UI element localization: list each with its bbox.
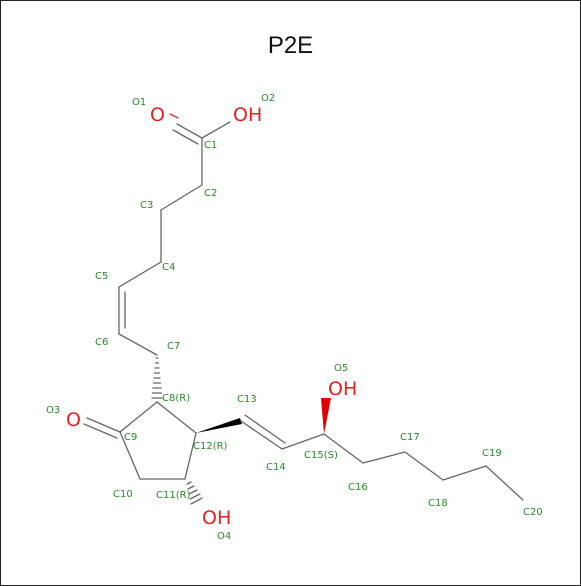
bonds (83, 113, 524, 505)
atom-label-c16: C16 (348, 482, 368, 493)
atom-label-c15: C15(S) (304, 450, 338, 461)
atom-label-o1: O1 (132, 97, 146, 108)
hashed-bond-c7-c8 (151, 357, 163, 399)
bond-c2-c3 (160, 184, 203, 211)
bond-c9-c10 (119, 431, 141, 480)
atom-label-c11: C11(R) (156, 490, 191, 501)
wedge-bond-c12-c13 (196, 418, 242, 433)
atom-label-c17: C17 (400, 432, 420, 443)
bond-c15-c16 (323, 433, 364, 464)
molecule-title: P2E (267, 32, 314, 59)
atom-label-o4: O4 (217, 531, 231, 542)
atom-label-o3: O3 (46, 405, 60, 416)
bond-c1-o2 (201, 121, 231, 139)
atom-label-c4: C4 (162, 262, 175, 273)
bond-c9-o3 (86, 417, 121, 433)
hydroxyl-o5: OH (328, 378, 357, 400)
bond-c17-c18 (404, 451, 444, 481)
heteroatoms: O OH O OH OH (66, 104, 357, 529)
bond-c6-c7 (118, 333, 158, 356)
atom-label-c1: C1 (204, 140, 217, 151)
bond-c1-o1 (176, 123, 203, 139)
bond-o1-stub (169, 113, 179, 119)
bond-c1-o1-double (172, 129, 199, 145)
bond-c9-o3-double (83, 423, 118, 439)
bond-c19-c20 (485, 465, 524, 501)
bond-c16-c17 (362, 451, 406, 464)
atom-label-c10: C10 (113, 489, 133, 500)
atom-label-c2: C2 (204, 188, 217, 199)
wedge-bond-c15-o5 (321, 398, 331, 434)
hydroxyl-o4: OH (202, 507, 231, 529)
oxygen-o1: O (150, 104, 165, 126)
atom-label-c9: C9 (124, 432, 137, 443)
hydroxyl-o2: OH (233, 104, 262, 126)
atom-label-c19: C19 (482, 448, 502, 459)
atom-label-c6: C6 (95, 337, 108, 348)
atom-label-c14: C14 (266, 462, 286, 473)
atom-label-c8: C8(R) (162, 393, 190, 404)
oxygen-o3: O (66, 409, 81, 431)
atom-label-c20: C20 (523, 507, 543, 518)
bond-c13-c14 (240, 420, 283, 450)
bond-c8-c9 (119, 401, 158, 433)
atom-label-o2: O2 (261, 93, 275, 104)
atom-label-o5: O5 (334, 363, 348, 374)
atom-label-c18: C18 (428, 498, 448, 509)
bond-c12-c8 (156, 401, 197, 434)
bond-c11-c12 (184, 432, 197, 480)
bond-c18-c19 (442, 465, 487, 481)
bond-c4-c5 (118, 261, 162, 288)
atom-labels: O1 O2 C1 C2 C3 C4 C5 C6 C7 C8(R) O3 C9 C… (46, 93, 543, 542)
hashed-bond-c11-o4 (186, 481, 203, 505)
bond-c13-c14-double (244, 414, 286, 444)
atom-label-c5: C5 (95, 271, 108, 282)
atom-label-c3: C3 (140, 200, 153, 211)
atom-label-c7: C7 (167, 341, 180, 352)
atom-label-c12: C12(R) (193, 441, 228, 452)
atom-label-c13: C13 (237, 394, 257, 405)
bond-c14-c15 (281, 433, 325, 450)
